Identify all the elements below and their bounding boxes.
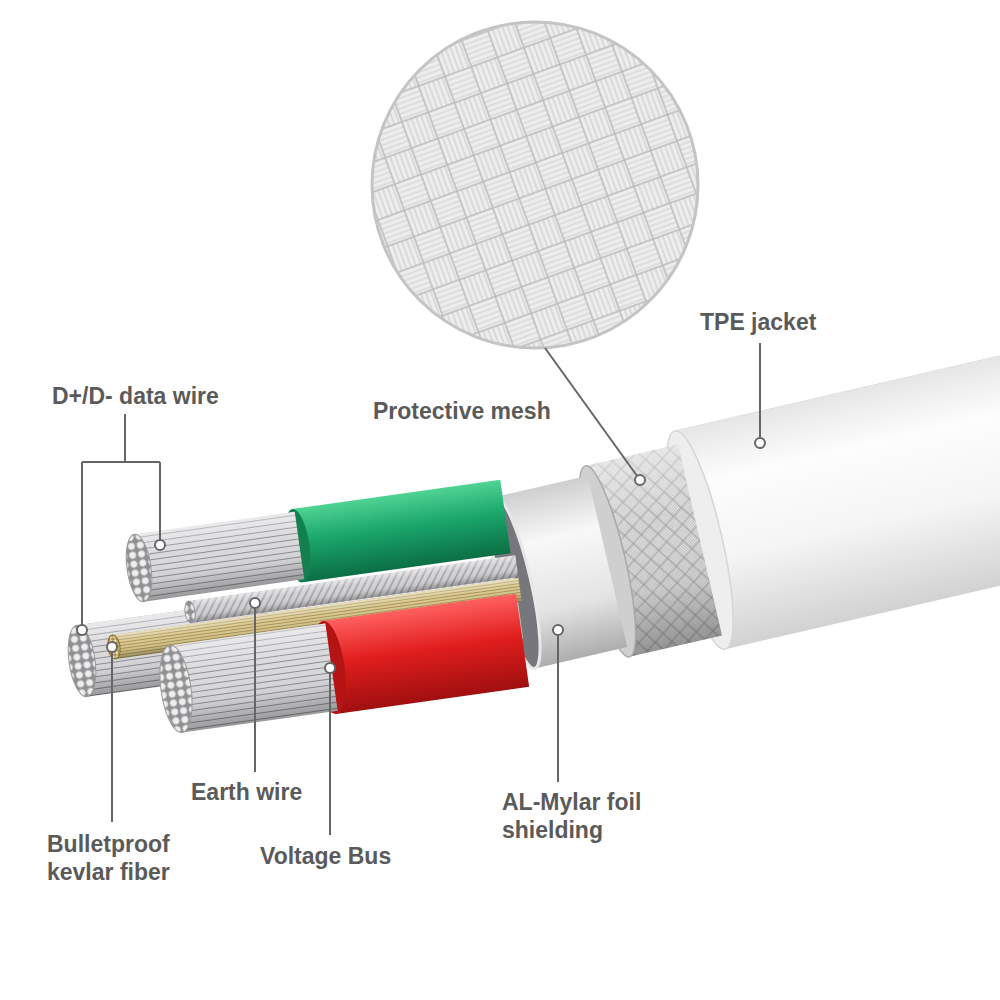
part-label: D+/D- data wire — [52, 383, 219, 411]
part-label: Earth wire — [191, 779, 302, 807]
mesh-magnifier — [360, 10, 720, 370]
leader-dot — [250, 598, 260, 608]
leader-line — [254, 603, 256, 772]
leader-dot — [325, 663, 335, 673]
leader-line — [545, 348, 640, 480]
leader-dot — [553, 625, 563, 635]
leader-line — [329, 668, 331, 835]
leader-line — [111, 647, 113, 822]
leader-dot — [635, 475, 645, 485]
part-label: Bulletproof kevlar fiber — [47, 831, 207, 886]
part-label: Protective mesh — [373, 398, 551, 426]
leader-line — [557, 630, 559, 782]
leader-dots — [77, 438, 765, 673]
leader-dot — [755, 438, 765, 448]
leader-dot — [107, 642, 117, 652]
leader-dot — [77, 625, 87, 635]
part-label: Voltage Bus — [260, 843, 391, 871]
bracket — [82, 414, 160, 630]
cable-body — [474, 334, 1000, 695]
voltage-bus-wire — [155, 594, 530, 738]
leader-lines — [82, 343, 760, 835]
leader-line — [759, 343, 761, 440]
leader-dot — [155, 540, 165, 550]
part-label: AL-Mylar foil shielding — [502, 789, 682, 844]
part-label: TPE jacket — [700, 309, 816, 337]
